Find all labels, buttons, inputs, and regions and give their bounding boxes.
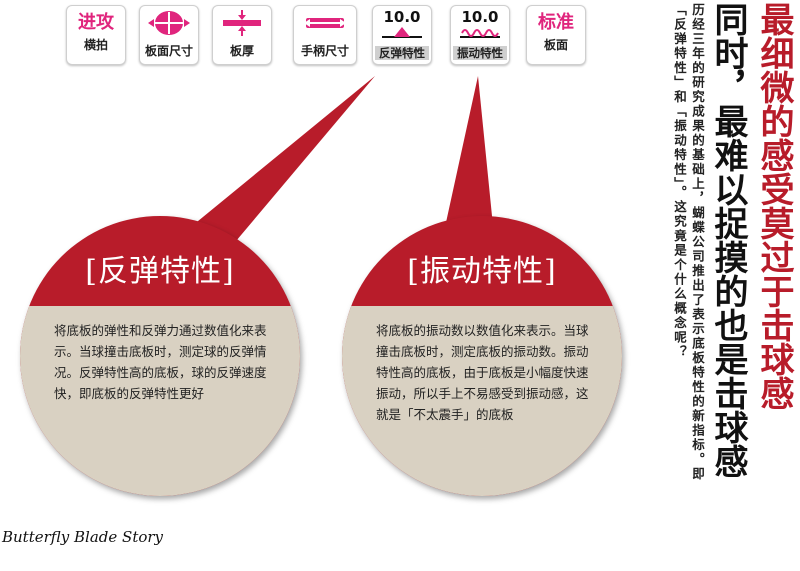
- tile-handle-size: 手柄尺寸: [293, 5, 357, 65]
- tile-label: 横拍: [83, 38, 108, 52]
- thickness-icon: [223, 10, 261, 36]
- rebound-circle: [反弹特性] 将底板的弹性和反弹力通过数值化来表示。当球撞击底板时，测定球的反弹…: [20, 216, 300, 496]
- vibration-circle-panel: [342, 306, 622, 496]
- right-callout-pointer: [440, 76, 495, 250]
- tile-label: 板面: [543, 38, 568, 52]
- blade-size-icon: [148, 11, 190, 35]
- rebound-value: 10.0: [383, 8, 421, 26]
- tile-label: 板面尺寸: [144, 44, 193, 58]
- rebound-description: 将底板的弹性和反弹力通过数值化来表示。当球撞击底板时，测定球的反弹情况。反弹特性…: [54, 323, 267, 401]
- rebound-circle-panel: [20, 306, 300, 496]
- tile-offense: 进攻 横拍: [66, 5, 126, 65]
- tile-vibration: 10.0 振动特性: [450, 5, 510, 65]
- tile-thickness: 板厚: [212, 5, 272, 65]
- vibration-title: [振动特性]: [407, 254, 557, 289]
- caption: Butterfly Blade Story: [2, 528, 164, 546]
- tile-blade-size: 板面尺寸: [139, 5, 199, 65]
- rebound-icon: [382, 27, 422, 38]
- headline-black: 同时，最难以捉摸的也是击球感: [708, 2, 748, 478]
- tile-label: 振动特性: [453, 46, 507, 60]
- tile-top-text: 进攻: [78, 12, 114, 33]
- tile-top-text: 标准: [538, 12, 574, 33]
- vibration-value: 10.0: [461, 8, 499, 26]
- headline-red: 最细微的感受莫过于击球感: [754, 2, 794, 410]
- tile-rebound: 10.0 反弹特性: [372, 5, 432, 65]
- vibration-circle: [振动特性] 将底板的振动数以数值化来表示。当球撞击底板时，测定底板的振动数。振…: [342, 216, 622, 496]
- intro-text: 历经三年的研究成果的基础上，蝴蝶公司推出了表示底板特性的新指标。即「反弹特性」和…: [672, 3, 705, 482]
- vibration-icon: [460, 29, 500, 38]
- rebound-title: [反弹特性]: [85, 254, 235, 289]
- tile-label: 手柄尺寸: [300, 44, 349, 58]
- left-callout-pointer: [170, 76, 375, 260]
- vibration-description: 将底板的振动数以数值化来表示。当球撞击底板时，测定底板的振动数。振动特性高的底板…: [376, 323, 589, 422]
- handle-size-icon: [304, 18, 346, 28]
- tile-label: 板厚: [229, 44, 254, 58]
- tile-standard: 标准 板面: [526, 5, 586, 65]
- tile-label: 反弹特性: [375, 46, 429, 60]
